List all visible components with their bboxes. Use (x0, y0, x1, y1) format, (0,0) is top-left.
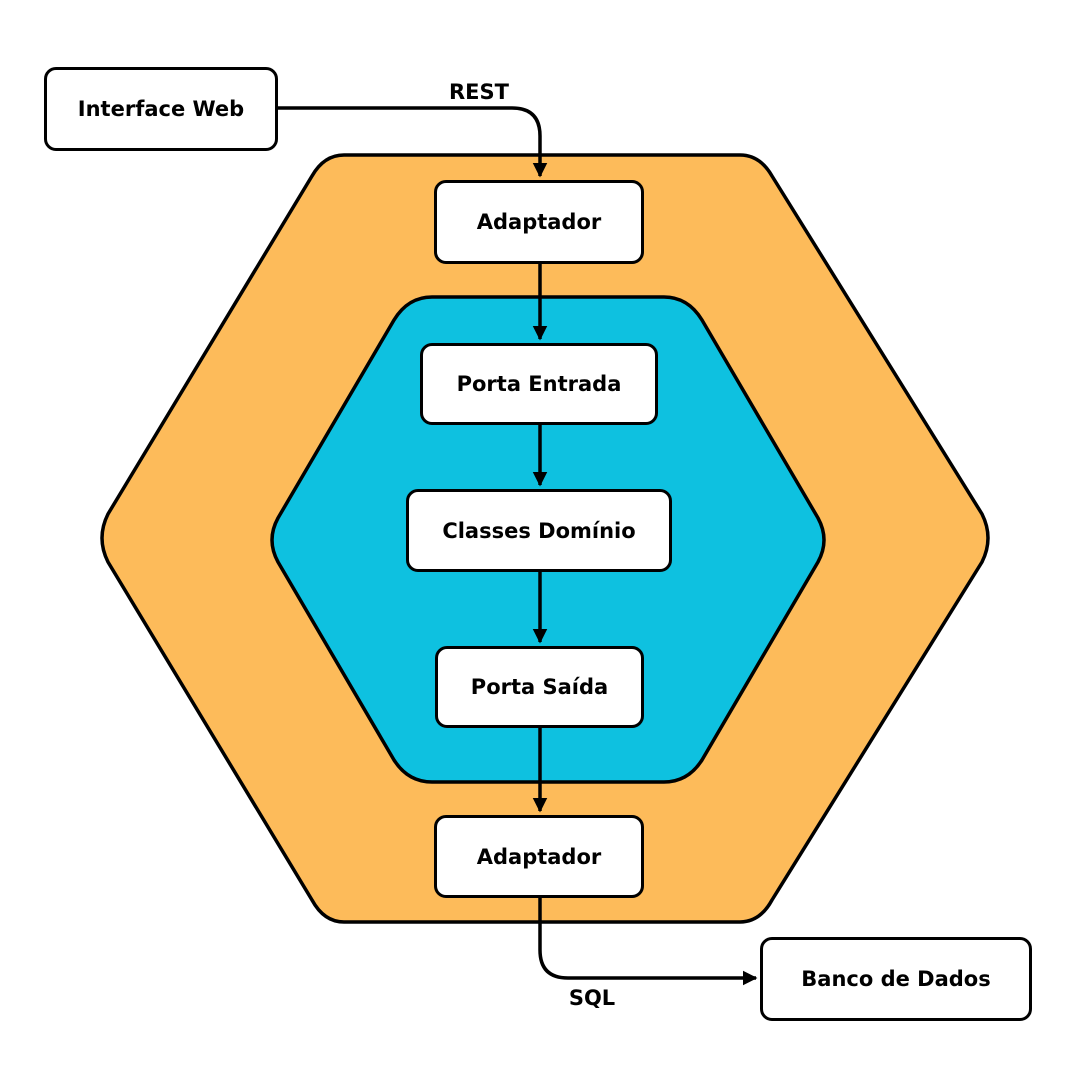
interface-web-node: Interface Web (44, 67, 278, 151)
classes-dominio-node: Classes Domínio (406, 489, 672, 572)
porta-entrada-node: Porta Entrada (420, 343, 658, 425)
rest-connector (278, 106, 548, 178)
rest-label: REST (449, 80, 509, 104)
sql-connector (538, 898, 758, 986)
banco-de-dados-node: Banco de Dados (760, 937, 1032, 1021)
adaptador-input-node: Adaptador (434, 180, 644, 264)
porta-saida-node: Porta Saída (435, 646, 644, 728)
adaptador-output-node: Adaptador (434, 815, 644, 898)
sql-label: SQL (568, 986, 616, 1010)
